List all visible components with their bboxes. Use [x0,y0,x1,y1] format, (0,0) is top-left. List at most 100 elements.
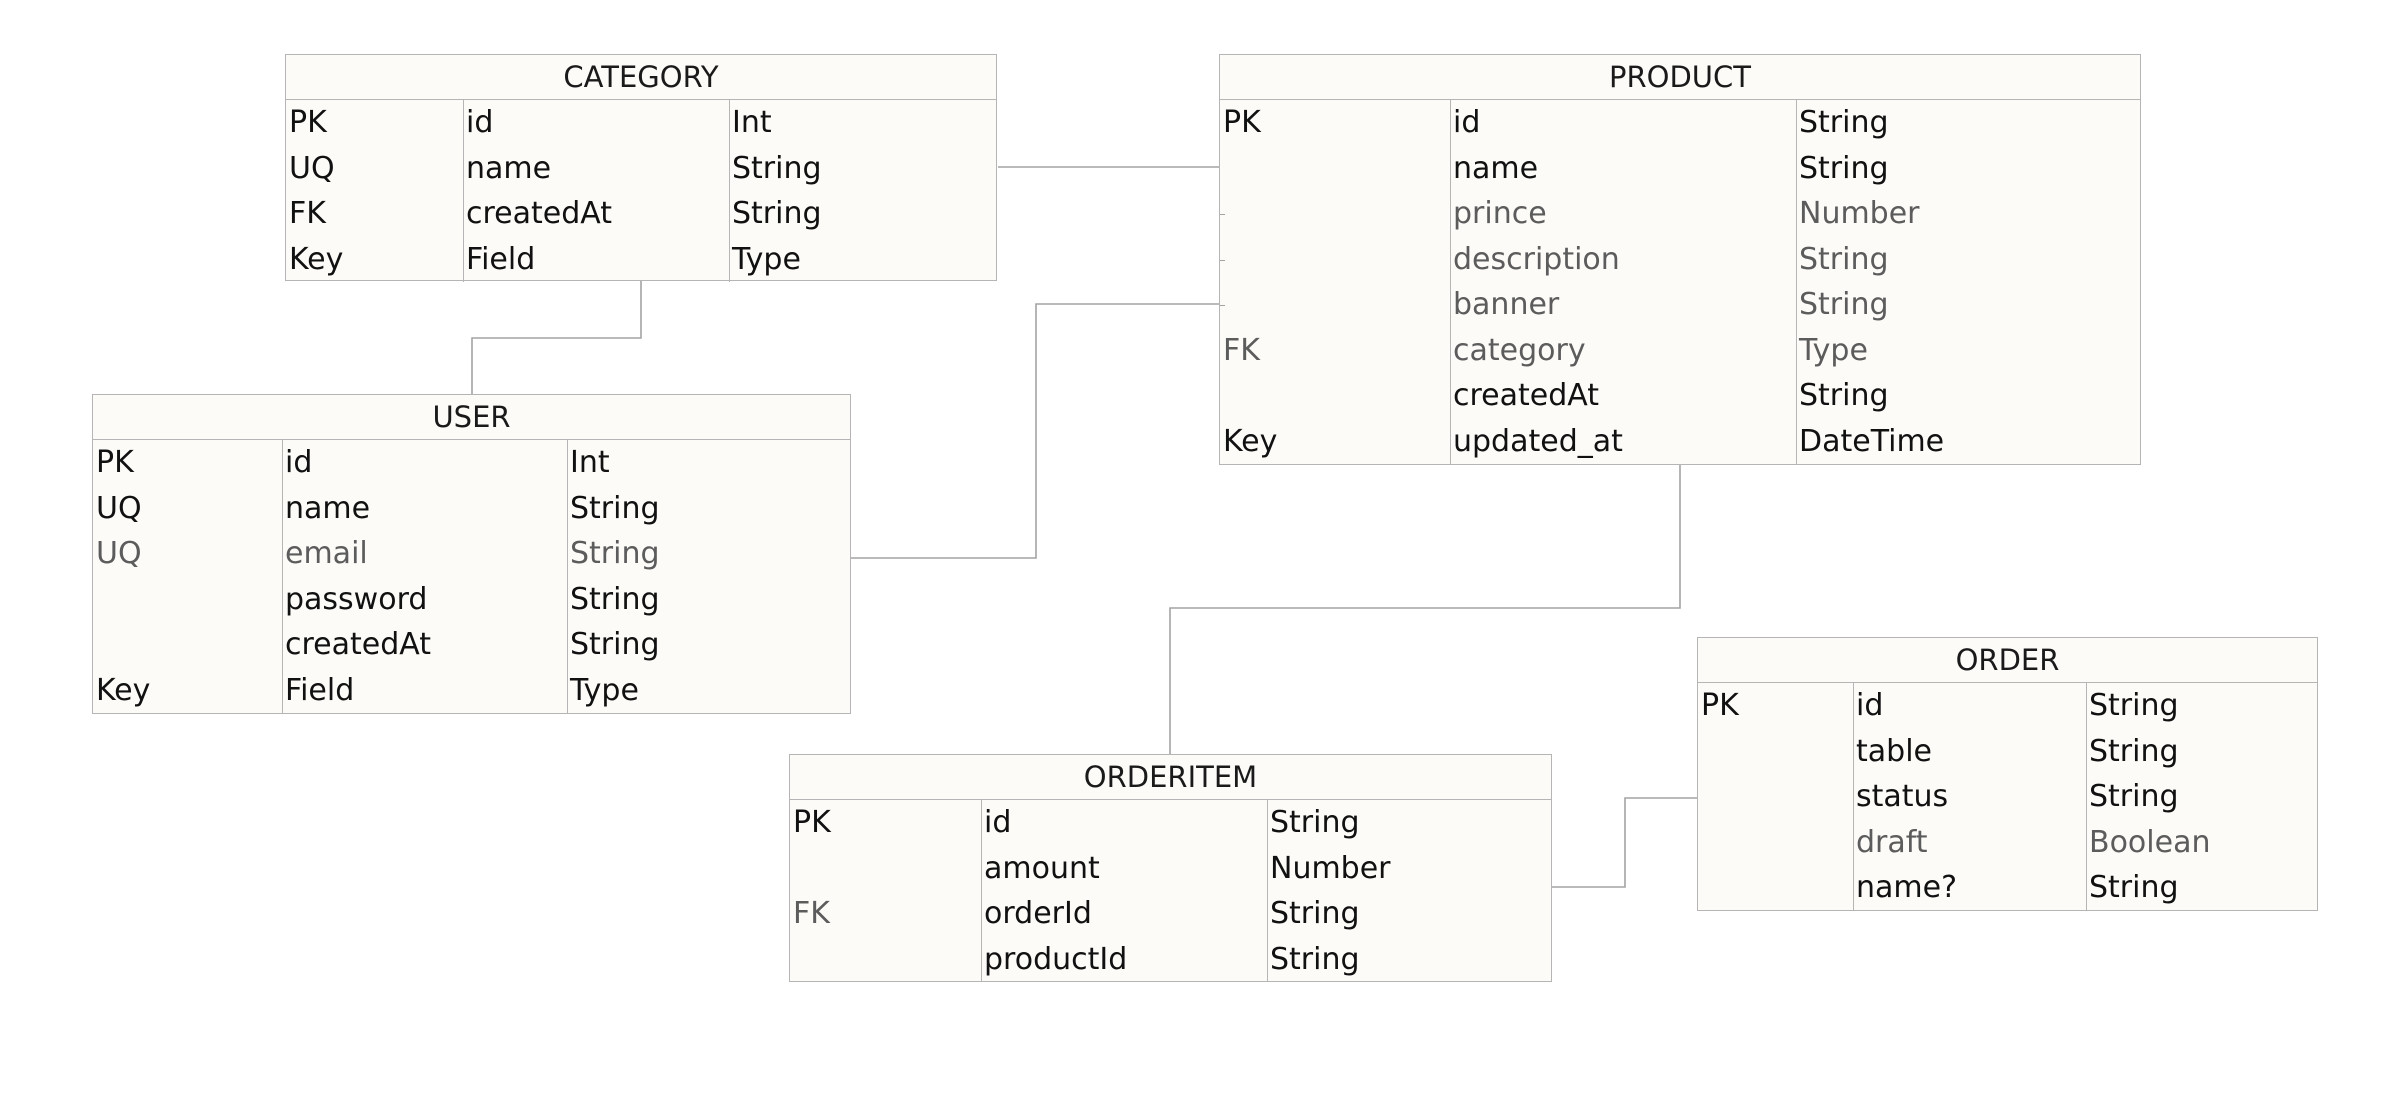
field-name-cell: createdAt [1453,378,1600,413]
field-name-cell: createdAt [466,196,613,231]
key-cell [1698,729,1853,775]
column-divider [1450,100,1451,464]
field-row[interactable]: productId String [790,937,1551,983]
entity-title: ORDER [1698,638,2317,683]
entity-order[interactable]: ORDER PK id String table String status S… [1697,637,2318,911]
key-cell: FK [793,896,830,931]
key-cell [790,846,981,892]
key-cell [790,937,981,983]
entity-fields: PK id String amount Number FK orderId St… [790,800,1551,982]
field-row[interactable]: Key updated_at DateTime [1220,419,2140,465]
type-cell: Type [732,241,801,277]
type-cell: String [1799,378,1889,413]
field-name-cell: status [1856,779,1949,814]
field-row[interactable]: description String [1220,237,2140,283]
field-name-cell: description [1453,241,1620,277]
field-row[interactable]: createdAt String [93,622,850,668]
type-cell: String [1799,105,1889,140]
type-cell: String [1799,241,1889,277]
key-cell: PK [793,805,831,840]
type-cell: String [1270,896,1360,931]
field-name-cell: prince [1453,196,1547,231]
entity-title: CATEGORY [286,55,996,100]
field-row[interactable]: UQ name String [286,146,996,192]
type-cell: Int [570,445,610,480]
field-row[interactable]: password String [93,577,850,623]
field-name-cell: name [466,150,552,186]
key-cell [1220,373,1450,419]
field-row[interactable]: name String [1220,146,2140,192]
entity-orderitem[interactable]: ORDERITEM PK id String amount Number FK … [789,754,1552,982]
field-row[interactable]: Key Field Type [286,237,996,283]
type-cell: String [2089,688,2179,723]
field-name-cell: Field [285,672,355,708]
type-cell: Number [1270,850,1391,886]
column-divider [567,440,568,713]
column-divider [1853,683,1854,911]
field-name-cell: createdAt [285,627,432,662]
key-cell [1220,191,1450,237]
field-row[interactable]: table String [1698,729,2317,775]
entity-fields: PK id Int UQ name String FK createdAt St… [286,100,996,282]
key-cell [1220,237,1450,283]
field-name-cell: category [1453,332,1586,368]
field-row[interactable]: FK orderId String [790,891,1551,937]
field-row[interactable]: FK createdAt String [286,191,996,237]
entity-fields: PK id String table String status String … [1698,683,2317,911]
field-row[interactable]: PK id String [790,800,1551,846]
field-row[interactable]: banner String [1220,282,2140,328]
type-cell: String [1270,805,1360,840]
entity-product[interactable]: PRODUCT PK id String name String prince … [1219,54,2141,465]
key-cell: UQ [96,490,142,526]
field-name-cell: name [1453,150,1539,186]
field-row[interactable]: name? String [1698,865,2317,911]
field-name-cell: password [285,581,428,617]
field-row[interactable]: PK id Int [286,100,996,146]
field-name-cell: name? [1856,870,1958,905]
key-cell [1698,774,1853,820]
field-row[interactable]: Key Field Type [93,668,850,714]
field-row[interactable]: PK id Int [93,440,850,486]
field-name-cell: productId [984,941,1128,977]
field-row[interactable]: amount Number [790,846,1551,892]
type-cell: Boolean [2089,824,2211,860]
field-name-cell: Field [466,241,536,277]
type-cell: String [570,581,660,617]
field-row[interactable]: draft Boolean [1698,820,2317,866]
column-divider [2086,683,2087,911]
key-cell: PK [1701,688,1739,723]
field-row[interactable]: UQ email String [93,531,850,577]
row-tick [1220,260,1225,261]
key-cell: PK [96,445,134,480]
type-cell: Type [570,672,639,708]
entity-title: ORDERITEM [790,755,1551,800]
field-row[interactable]: status String [1698,774,2317,820]
field-row[interactable]: UQ name String [93,486,850,532]
type-cell: String [1270,941,1360,977]
field-name-cell: name [285,490,371,526]
key-cell [1698,865,1853,911]
field-row[interactable]: PK id String [1220,100,2140,146]
entity-user[interactable]: USER PK id Int UQ name String UQ email S… [92,394,851,714]
type-cell: DateTime [1799,423,1945,459]
type-cell: String [570,627,660,662]
field-row[interactable]: PK id String [1698,683,2317,729]
field-name-cell: orderId [984,896,1092,931]
entity-category[interactable]: CATEGORY PK id Int UQ name String FK cre… [285,54,997,282]
key-cell: Key [96,672,151,708]
column-divider [729,100,730,282]
field-name-cell: id [984,805,1012,840]
field-row[interactable]: FK category Type [1220,328,2140,374]
field-row[interactable]: createdAt String [1220,373,2140,419]
type-cell: Int [732,105,772,140]
field-name-cell: updated_at [1453,423,1623,459]
key-cell: PK [289,105,327,140]
field-row[interactable]: prince Number [1220,191,2140,237]
key-cell: UQ [96,536,142,571]
key-cell: UQ [289,150,335,186]
entity-fields: PK id Int UQ name String UQ email String… [93,440,850,713]
row-tick [1220,305,1225,306]
column-divider [463,100,464,282]
connector-orderitem-order [1552,797,1698,888]
